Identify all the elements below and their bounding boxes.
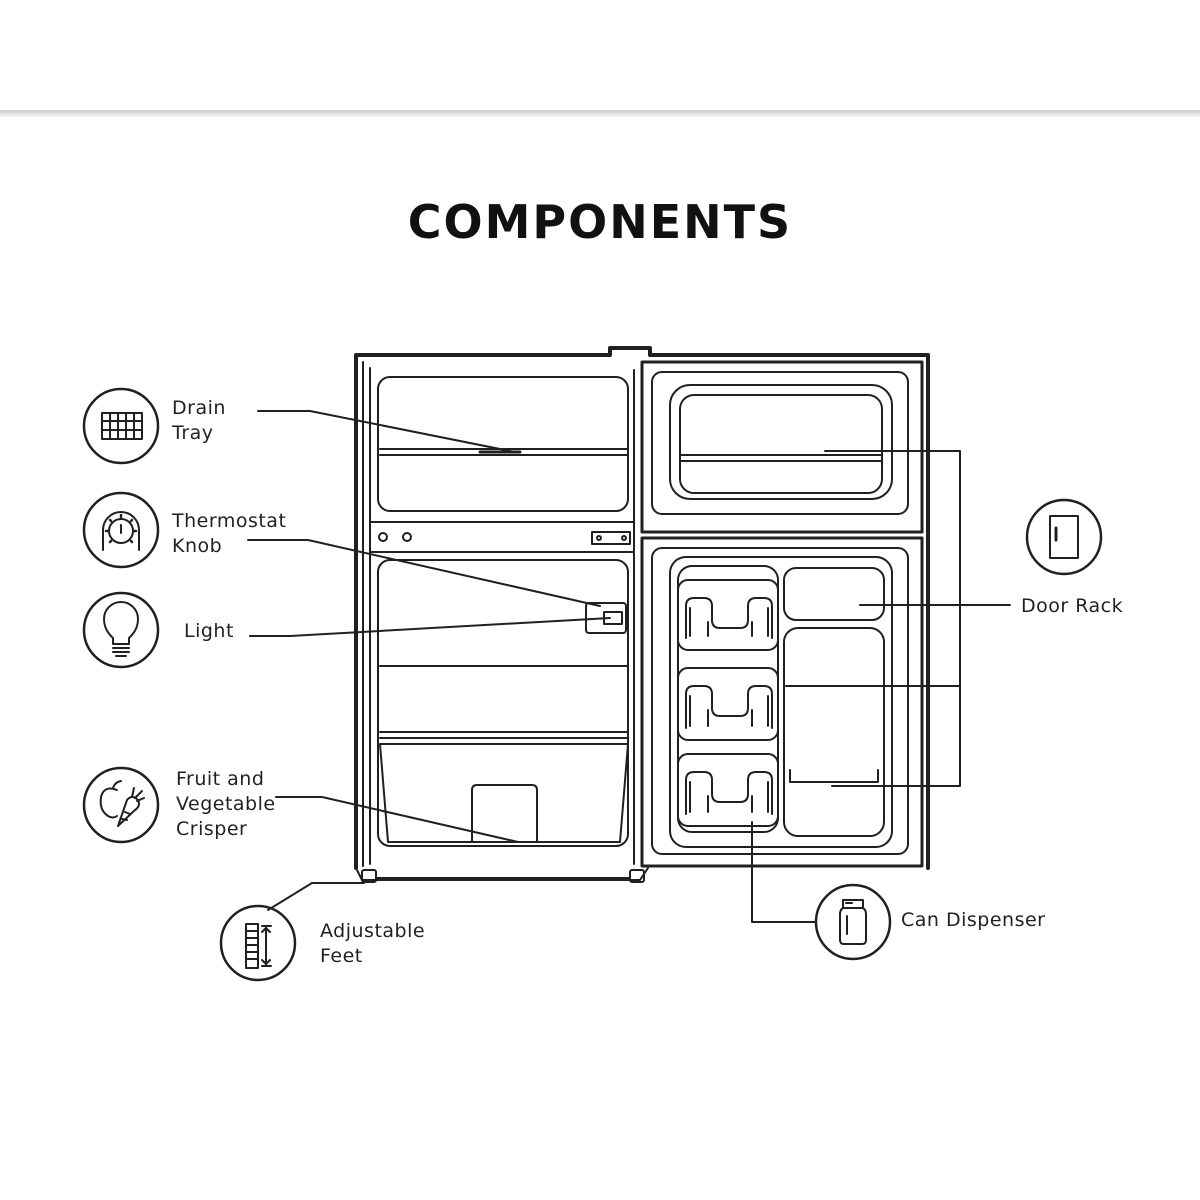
adjustable-feet-icon bbox=[219, 904, 297, 982]
light-bulb-icon bbox=[82, 591, 160, 669]
thermostat-dial-icon bbox=[82, 491, 160, 569]
grid-tray-icon bbox=[82, 387, 160, 465]
fridge-door bbox=[640, 536, 924, 868]
fridge-door-icon bbox=[1025, 498, 1103, 576]
top-divider bbox=[0, 110, 1200, 117]
page-title: COMPONENTS bbox=[407, 195, 793, 249]
label-adjustable-feet: Adjustable Feet bbox=[320, 920, 426, 967]
label-drain-tray: Drain Tray bbox=[172, 397, 226, 444]
label-can-dispenser: Can Dispenser bbox=[901, 909, 1046, 931]
label-light: Light bbox=[184, 620, 234, 642]
fruit-vegetable-icon bbox=[82, 766, 160, 844]
label-thermostat-knob: Thermostat Knob bbox=[172, 510, 287, 557]
fridge-body bbox=[354, 346, 930, 883]
leader-lines bbox=[247, 410, 1011, 923]
label-crisper: Fruit and Vegetable Crisper bbox=[176, 768, 276, 840]
label-door-rack: Door Rack bbox=[1021, 595, 1124, 617]
freezer-door bbox=[640, 360, 924, 534]
can-icon bbox=[814, 883, 892, 961]
